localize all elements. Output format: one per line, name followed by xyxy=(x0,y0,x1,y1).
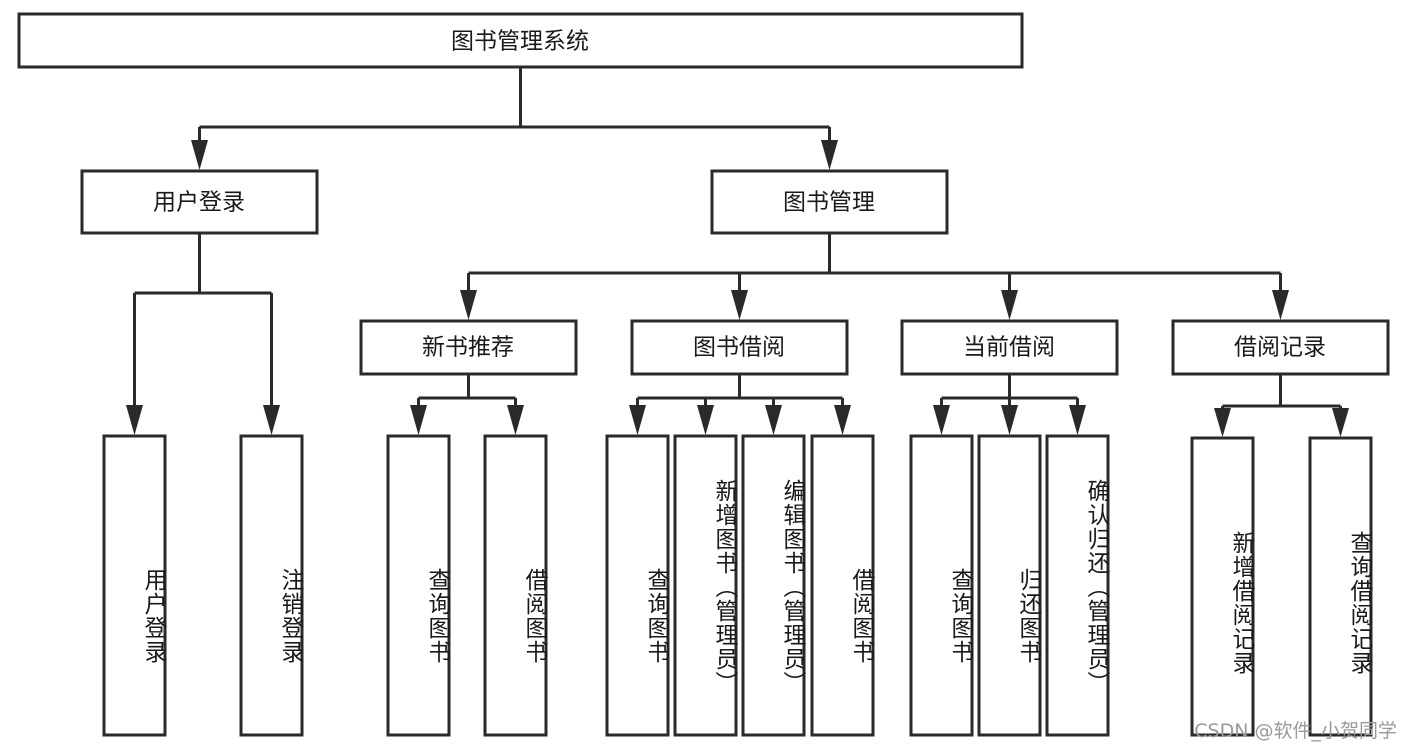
node-book-borrow-label: 图书借阅 xyxy=(693,335,785,361)
connector-group-record xyxy=(1214,374,1349,437)
arrow-borrow-l2 xyxy=(697,405,714,435)
leaf-box-return-book[interactable] xyxy=(977,434,1042,737)
csdn-watermark: CSDN @软件_小贺同学 xyxy=(1194,720,1397,742)
arrow-borrow-l4 xyxy=(834,405,851,435)
arrow-borrow-l3 xyxy=(765,405,782,435)
node-root-label: 图书管理系统 xyxy=(451,29,589,55)
leaf-box-add-book-admin[interactable] xyxy=(673,434,738,737)
connector-group-new-book xyxy=(410,374,524,435)
leaf-box-query-borrow-record[interactable] xyxy=(1308,436,1373,737)
leaf-box-add-borrow-record[interactable] xyxy=(1190,436,1255,737)
arrow-record-l2 xyxy=(1332,408,1349,437)
leaf-box-user-login[interactable] xyxy=(102,434,167,737)
arrow-book-c3 xyxy=(1001,290,1018,320)
arrow-user-leaf2 xyxy=(263,405,280,435)
leaf-box-borrow-book-new[interactable] xyxy=(483,434,548,737)
arrow-newbook-l1 xyxy=(410,405,427,435)
connector-group-root xyxy=(191,67,838,170)
leaf-box-query-book-current[interactable] xyxy=(909,434,974,737)
leaf-box-confirm-return-admin[interactable] xyxy=(1045,434,1110,737)
arrow-book-c4 xyxy=(1272,290,1289,320)
node-user-login[interactable] xyxy=(80,169,319,235)
node-root[interactable] xyxy=(17,12,1024,69)
connector-group-user-login xyxy=(126,233,280,435)
node-book-management-label: 图书管理 xyxy=(783,190,875,216)
leaf-box-logout[interactable] xyxy=(239,434,304,737)
leaf-box-edit-book-admin[interactable] xyxy=(741,434,806,737)
leaf-box-query-book-borrow[interactable] xyxy=(605,434,670,737)
connector-group-borrow xyxy=(629,374,851,435)
arrow-root-to-user xyxy=(191,140,208,170)
arrow-current-l1 xyxy=(933,405,950,435)
node-new-book-recommend[interactable] xyxy=(359,319,578,376)
leaf-box-query-book-new[interactable] xyxy=(386,434,451,737)
connector-group-current xyxy=(933,374,1086,435)
node-book-management[interactable] xyxy=(710,169,949,235)
arrow-record-l1 xyxy=(1214,408,1231,437)
arrow-newbook-l2 xyxy=(507,405,524,435)
node-current-borrow-label: 当前借阅 xyxy=(963,335,1055,361)
arrow-book-c1 xyxy=(460,290,477,320)
arrow-book-c2 xyxy=(731,290,748,320)
node-new-book-recommend-label: 新书推荐 xyxy=(422,335,514,361)
arrow-current-l2 xyxy=(1001,405,1018,435)
node-borrow-record-label: 借阅记录 xyxy=(1234,335,1326,361)
arrow-current-l3 xyxy=(1069,405,1086,435)
node-current-borrow[interactable] xyxy=(900,319,1119,376)
node-borrow-record[interactable] xyxy=(1171,319,1390,376)
arrow-borrow-l1 xyxy=(629,405,646,435)
leaf-box-borrow-book[interactable] xyxy=(810,434,875,737)
node-book-borrow[interactable] xyxy=(630,319,849,376)
connector-group-book-mgmt xyxy=(460,233,1289,320)
arrow-root-to-book xyxy=(821,140,838,170)
node-user-login-label: 用户登录 xyxy=(153,190,245,216)
arrow-user-leaf1 xyxy=(126,405,143,435)
